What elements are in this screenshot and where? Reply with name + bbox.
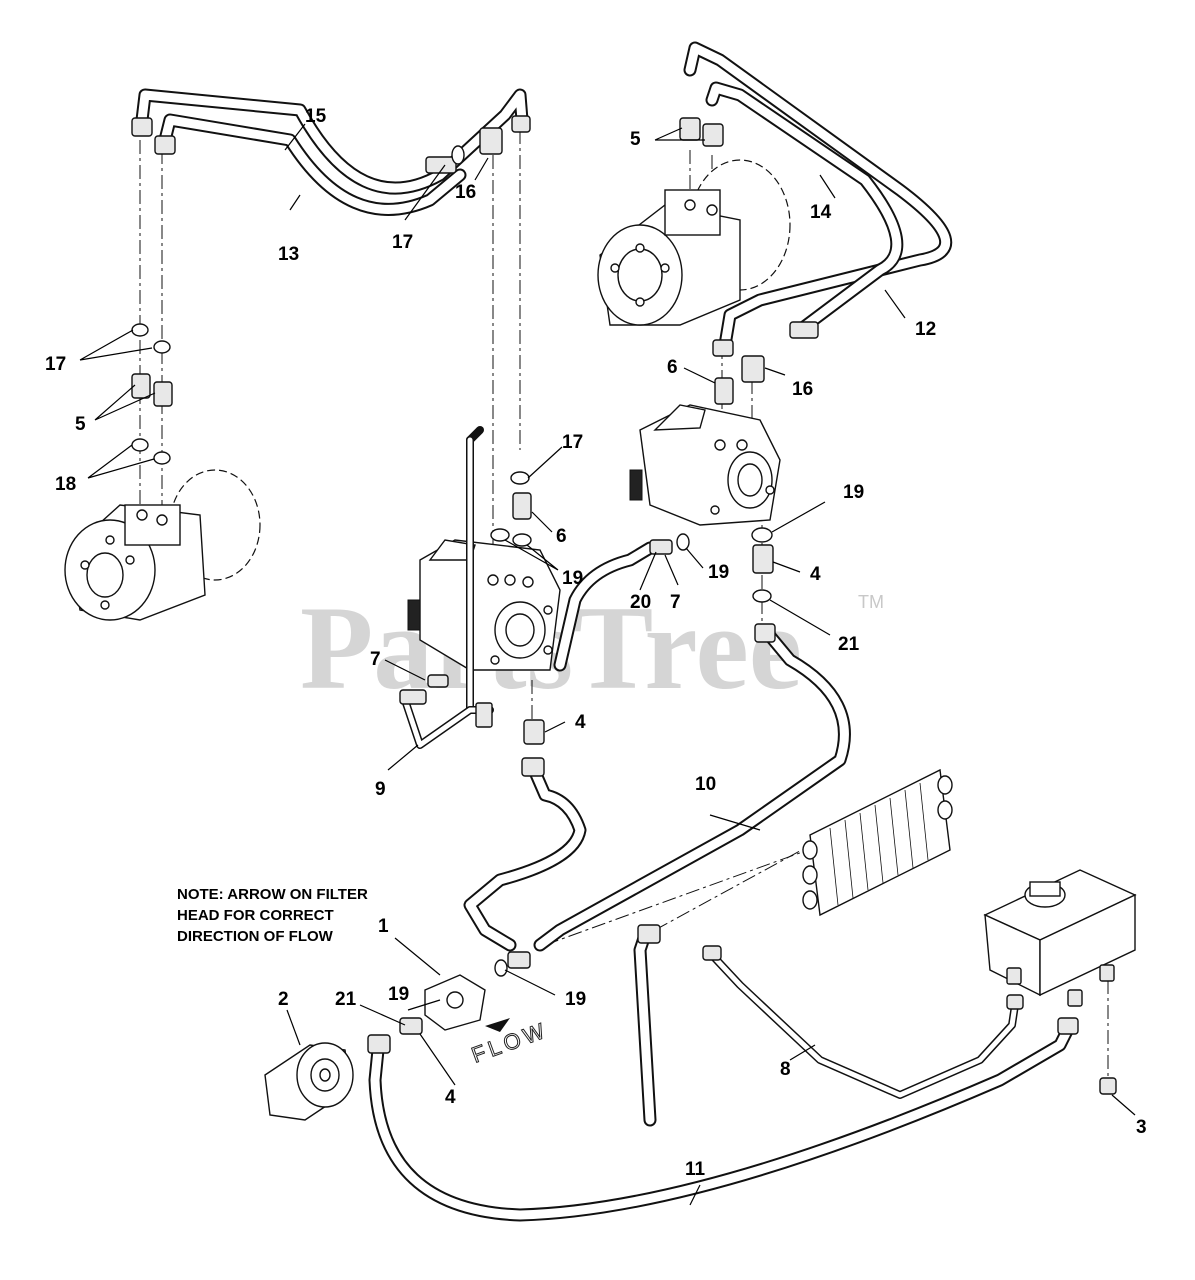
note-line-2: HEAD FOR CORRECT xyxy=(177,907,334,924)
callout-21b: 21 xyxy=(335,989,357,1010)
hose-8 xyxy=(702,945,1024,1099)
callout-2: 2 xyxy=(278,989,289,1010)
callout-5b: 5 xyxy=(630,129,641,150)
callout-19e: 19 xyxy=(565,989,586,1010)
callout-11: 11 xyxy=(685,1159,706,1180)
hose-11 xyxy=(368,1017,1079,1222)
callout-17b: 17 xyxy=(45,354,66,375)
hose-12-14 xyxy=(679,41,953,383)
callout-7a: 7 xyxy=(670,592,681,613)
note-line-3: DIRECTION OF FLOW xyxy=(177,928,334,945)
callout-1: 1 xyxy=(378,916,389,937)
callout-15: 15 xyxy=(305,106,327,127)
callout-16b: 16 xyxy=(792,379,813,400)
callout-19d: 19 xyxy=(388,984,409,1005)
callout-4b: 4 xyxy=(575,712,586,733)
watermark-trademark: TM xyxy=(858,592,884,612)
callout-19a: 19 xyxy=(562,568,583,589)
callout-4c: 4 xyxy=(445,1087,456,1108)
callout-10: 10 xyxy=(695,774,716,795)
callout-7b: 7 xyxy=(370,649,381,670)
callout-9: 9 xyxy=(375,779,386,800)
leader-lines xyxy=(79,123,1136,1206)
reservoir-tank xyxy=(983,869,1137,1095)
note-line-1: NOTE: ARROW ON FILTER xyxy=(177,886,368,903)
pump-to-filter-hose xyxy=(463,757,587,952)
callout-21a: 21 xyxy=(838,634,860,655)
callout-18: 18 xyxy=(55,474,76,495)
callout-16a: 16 xyxy=(455,182,476,203)
tube-9 xyxy=(399,426,494,749)
callout-20: 20 xyxy=(630,592,651,613)
pump-left xyxy=(407,539,561,671)
oil-cooler xyxy=(802,768,953,917)
pump-right xyxy=(629,404,781,526)
watermark: PartsTree TM xyxy=(300,581,884,714)
callout-6b: 6 xyxy=(556,526,567,547)
callout-6a: 6 xyxy=(667,357,678,378)
flow-note: NOTE: ARROW ON FILTER HEAD FOR CORRECT D… xyxy=(177,886,368,945)
callout-4a: 4 xyxy=(810,564,821,585)
callout-17a: 17 xyxy=(392,232,413,253)
left-motor-fittings xyxy=(131,323,173,465)
callouts: 15 13 17 16 17 5 18 5 14 12 6 16 17 6 19… xyxy=(45,106,1147,1180)
callout-19c: 19 xyxy=(708,562,729,583)
callout-8: 8 xyxy=(780,1059,791,1080)
callout-3: 3 xyxy=(1136,1117,1147,1138)
callout-14: 14 xyxy=(810,202,832,223)
wheel-motor-left xyxy=(64,469,261,621)
pump-fittings xyxy=(490,377,774,745)
callout-5a: 5 xyxy=(75,414,86,435)
cooler-return-hose xyxy=(633,924,661,1127)
callout-12: 12 xyxy=(915,319,936,340)
flow-label: FLOW xyxy=(468,1017,551,1068)
hose-10 xyxy=(533,623,851,952)
filter-assembly: FLOW xyxy=(264,951,552,1121)
callout-19b: 19 xyxy=(843,482,864,503)
callout-17c: 17 xyxy=(562,432,583,453)
pump-crossover-hose xyxy=(553,533,690,672)
wheel-motor-right xyxy=(597,159,791,326)
callout-13: 13 xyxy=(278,244,299,265)
